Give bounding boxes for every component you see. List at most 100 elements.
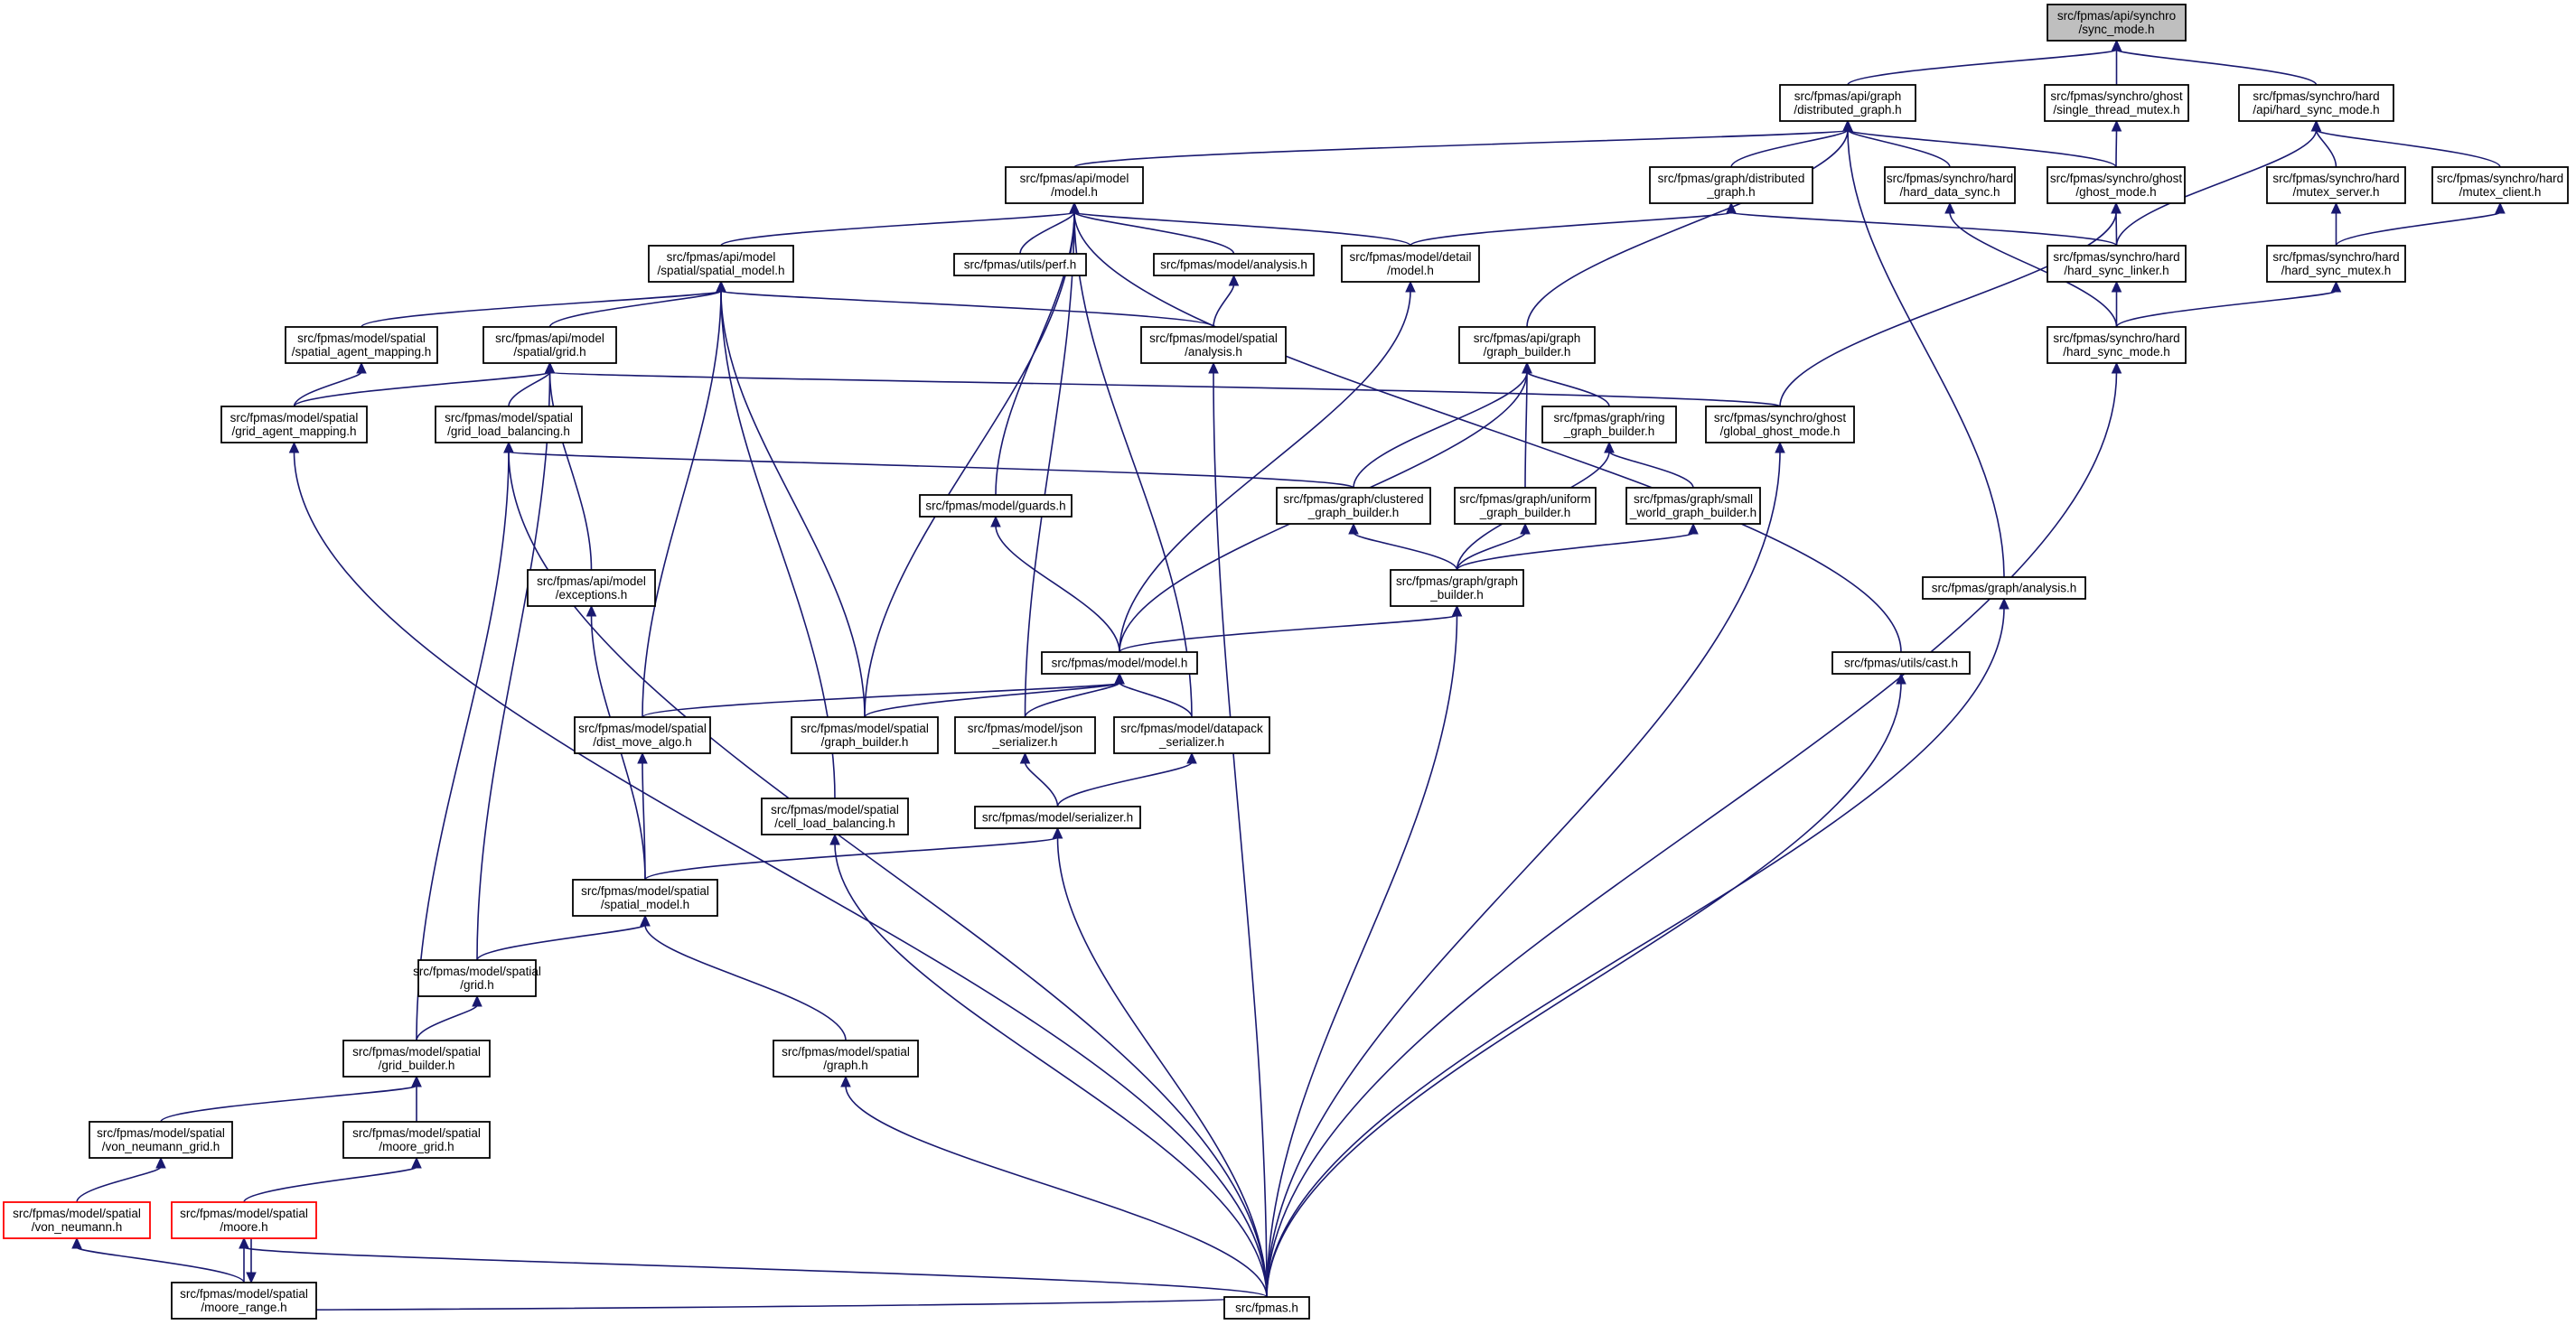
node-ghost-mode[interactable]: src/fpmas/synchro/ghost/ghost_mode.h bbox=[2047, 166, 2186, 204]
node-box bbox=[1922, 576, 2086, 600]
edge-moore-range-to-von-neumann bbox=[71, 1236, 245, 1283]
node-grid-load-balancing[interactable]: src/fpmas/model/spatial/grid_load_balanc… bbox=[435, 406, 583, 443]
node-label-line: /spatial_model.h bbox=[601, 898, 689, 911]
node-graph-graph-builder[interactable]: src/fpmas/graph/graph_builder.h bbox=[1390, 569, 1524, 607]
node-label-line: src/fpmas/utils/perf.h bbox=[964, 258, 1077, 272]
edge-graph-graph-builder-to-small-world-graph-builder bbox=[1456, 522, 1699, 571]
node-spatial-analysis[interactable]: src/fpmas/model/spatial/analysis.h bbox=[1140, 326, 1287, 364]
node-label-line: /analysis.h bbox=[1185, 345, 1242, 359]
node-uniform-graph-builder[interactable]: src/fpmas/graph/uniform_graph_builder.h bbox=[1454, 487, 1597, 525]
edge-model-analysis-to-api-model bbox=[1069, 201, 1235, 255]
node-box bbox=[1041, 651, 1198, 675]
node-mutex-client[interactable]: src/fpmas/synchro/hard/mutex_client.h bbox=[2431, 166, 2569, 204]
node-moore-grid[interactable]: src/fpmas/model/spatial/moore_grid.h bbox=[342, 1121, 491, 1159]
node-label-line: /exceptions.h bbox=[556, 588, 628, 602]
node-clustered-graph-builder[interactable]: src/fpmas/graph/clustered_graph_builder.… bbox=[1276, 487, 1431, 525]
node-label-line: /model.h bbox=[1051, 185, 1098, 199]
node-distributed-graph[interactable]: src/fpmas/api/graph/distributed_graph.h bbox=[1779, 84, 1916, 122]
node-box bbox=[919, 494, 1073, 518]
node-label-line: /hard_sync_mutex.h bbox=[2281, 264, 2392, 277]
node-label-line: /distributed_graph.h bbox=[1794, 103, 1901, 117]
node-single-thread-mutex[interactable]: src/fpmas/synchro/ghost/single_thread_mu… bbox=[2044, 84, 2189, 122]
node-box bbox=[1153, 253, 1315, 276]
node-hard-sync-mode[interactable]: src/fpmas/synchro/hard/hard_sync_mode.h bbox=[2047, 326, 2187, 364]
node-cell-load-balancing[interactable]: src/fpmas/model/spatial/cell_load_balanc… bbox=[761, 798, 909, 835]
node-hard-sync-mutex[interactable]: src/fpmas/synchro/hard/hard_sync_mutex.h bbox=[2266, 245, 2406, 283]
node-label-line: src/fpmas/synchro/hard bbox=[2253, 89, 2379, 103]
node-hard-sync-linker[interactable]: src/fpmas/synchro/hard/hard_sync_linker.… bbox=[2047, 245, 2187, 283]
edge-cast-to-api-model bbox=[1069, 201, 1902, 653]
node-exceptions[interactable]: src/fpmas/api/model/exceptions.h bbox=[527, 569, 656, 607]
node-von-neumann-grid[interactable]: src/fpmas/model/spatial/von_neumann_grid… bbox=[89, 1121, 233, 1159]
node-serializer[interactable]: src/fpmas/model/serializer.h bbox=[974, 806, 1141, 829]
node-graph-analysis[interactable]: src/fpmas/graph/analysis.h bbox=[1922, 576, 2086, 600]
node-label-line: src/fpmas/utils/cast.h bbox=[1844, 657, 1958, 670]
node-box bbox=[2044, 84, 2189, 122]
node-label-line: /hard_data_sync.h bbox=[1899, 185, 2000, 199]
node-api-spatial-model[interactable]: src/fpmas/api/model/spatial/spatial_mode… bbox=[648, 245, 794, 283]
node-moore-range[interactable]: src/fpmas/model/spatial/moore_range.h bbox=[171, 1282, 317, 1320]
node-label-line: _serializer.h bbox=[1158, 735, 1224, 749]
node-api-graph-builder[interactable]: src/fpmas/api/graph/graph_builder.h bbox=[1458, 326, 1596, 364]
edge-api-hard-sync-mode-to-sync-mode bbox=[2111, 39, 2318, 86]
edge-small-world-graph-builder-to-ring-graph-builder bbox=[1604, 441, 1694, 489]
node-label-line: src/fpmas/api/graph bbox=[1474, 331, 1581, 345]
node-guards[interactable]: src/fpmas/model/guards.h bbox=[919, 494, 1073, 518]
node-model-analysis[interactable]: src/fpmas/model/analysis.h bbox=[1153, 253, 1315, 276]
edge-von-neumann-grid-to-grid-builder bbox=[160, 1075, 422, 1123]
node-api-hard-sync-mode[interactable]: src/fpmas/synchro/hard/api/hard_sync_mod… bbox=[2238, 84, 2394, 122]
node-box bbox=[1649, 166, 1813, 204]
node-label-line: src/fpmas/api/model bbox=[537, 574, 646, 588]
node-hard-data-sync[interactable]: src/fpmas/synchro/hard/hard_data_sync.h bbox=[1884, 166, 2016, 204]
node-box bbox=[220, 406, 368, 443]
node-small-world-graph-builder[interactable]: src/fpmas/graph/small_world_graph_builde… bbox=[1625, 487, 1761, 525]
node-api-grid[interactable]: src/fpmas/api/model/spatial/grid.h bbox=[482, 326, 617, 364]
node-box bbox=[1458, 326, 1596, 364]
edge-moore-to-moore-grid bbox=[243, 1156, 422, 1203]
node-spatial-graph[interactable]: src/fpmas/model/spatial/graph.h bbox=[773, 1040, 919, 1078]
node-sync-mode[interactable]: src/fpmas/api/synchro/sync_mode.h bbox=[2047, 4, 2187, 42]
node-spatial-grid[interactable]: src/fpmas/model/spatial/grid.h bbox=[413, 959, 541, 997]
node-detail-model[interactable]: src/fpmas/model/detail/model.h bbox=[1341, 245, 1480, 283]
node-api-model[interactable]: src/fpmas/api/model/model.h bbox=[1005, 166, 1144, 204]
node-label-line: src/fpmas/synchro/hard bbox=[2272, 172, 2399, 185]
node-label-line: src/fpmas/synchro/hard bbox=[2053, 331, 2179, 345]
node-ring-graph-builder[interactable]: src/fpmas/graph/ring_graph_builder.h bbox=[1541, 406, 1677, 443]
node-json-serializer[interactable]: src/fpmas/model/json_serializer.h bbox=[954, 716, 1096, 754]
node-label-line: src/fpmas/model/spatial bbox=[180, 1287, 308, 1301]
node-box bbox=[171, 1282, 317, 1320]
node-box bbox=[342, 1121, 491, 1159]
edge-datapack-serializer-to-model-model bbox=[1114, 672, 1193, 718]
node-label-line: src/fpmas/model/serializer.h bbox=[982, 811, 1133, 825]
edge-model-model-to-detail-model bbox=[1119, 280, 1416, 653]
node-label-line: src/fpmas/model/spatial bbox=[782, 1045, 910, 1059]
node-perf[interactable]: src/fpmas/utils/perf.h bbox=[953, 253, 1087, 276]
node-label-line: /grid_builder.h bbox=[379, 1059, 455, 1072]
node-fpmas[interactable]: src/fpmas.h bbox=[1223, 1296, 1310, 1320]
edge-hard-sync-linker-to-api-hard-sync-mode bbox=[2115, 119, 2322, 247]
node-datapack-serializer[interactable]: src/fpmas/model/datapack_serializer.h bbox=[1113, 716, 1270, 754]
node-spatial-spatial-model[interactable]: src/fpmas/model/spatial/spatial_model.h bbox=[572, 879, 718, 917]
node-model-model[interactable]: src/fpmas/model/model.h bbox=[1041, 651, 1198, 675]
node-label-line: /grid.h bbox=[460, 978, 494, 992]
node-spatial-agent-mapping[interactable]: src/fpmas/model/spatial/spatial_agent_ma… bbox=[285, 326, 438, 364]
node-grid-agent-mapping[interactable]: src/fpmas/model/spatial/grid_agent_mappi… bbox=[220, 406, 368, 443]
node-label-line: src/fpmas/model/json bbox=[968, 722, 1083, 735]
node-grid-builder[interactable]: src/fpmas/model/spatial/grid_builder.h bbox=[342, 1040, 491, 1078]
node-label-line: /mutex_client.h bbox=[2459, 185, 2542, 199]
node-label-line: _serializer.h bbox=[991, 735, 1057, 749]
edge-api-graph-builder-to-distributed-graph bbox=[1526, 119, 1853, 328]
node-global-ghost-mode[interactable]: src/fpmas/synchro/ghost/global_ghost_mod… bbox=[1705, 406, 1855, 443]
node-box bbox=[1779, 84, 1916, 122]
node-von-neumann[interactable]: src/fpmas/model/spatial/von_neumann.h bbox=[3, 1201, 151, 1239]
node-mutex-server[interactable]: src/fpmas/synchro/hard/mutex_server.h bbox=[2266, 166, 2406, 204]
node-dist-move-algo[interactable]: src/fpmas/model/spatial/dist_move_algo.h bbox=[574, 716, 711, 754]
node-label-line: src/fpmas/synchro/hard bbox=[2053, 250, 2179, 264]
node-label-line: src/fpmas/model/spatial bbox=[581, 884, 709, 898]
node-spatial-graph-builder[interactable]: src/fpmas/model/spatial/graph_builder.h bbox=[791, 716, 939, 754]
node-label-line: /von_neumann_grid.h bbox=[102, 1140, 220, 1153]
node-moore[interactable]: src/fpmas/model/spatial/moore.h bbox=[171, 1201, 317, 1239]
node-cast[interactable]: src/fpmas/utils/cast.h bbox=[1831, 651, 1971, 675]
node-box bbox=[791, 716, 939, 754]
node-graph-distributed[interactable]: src/fpmas/graph/distributed_graph.h bbox=[1649, 166, 1813, 204]
